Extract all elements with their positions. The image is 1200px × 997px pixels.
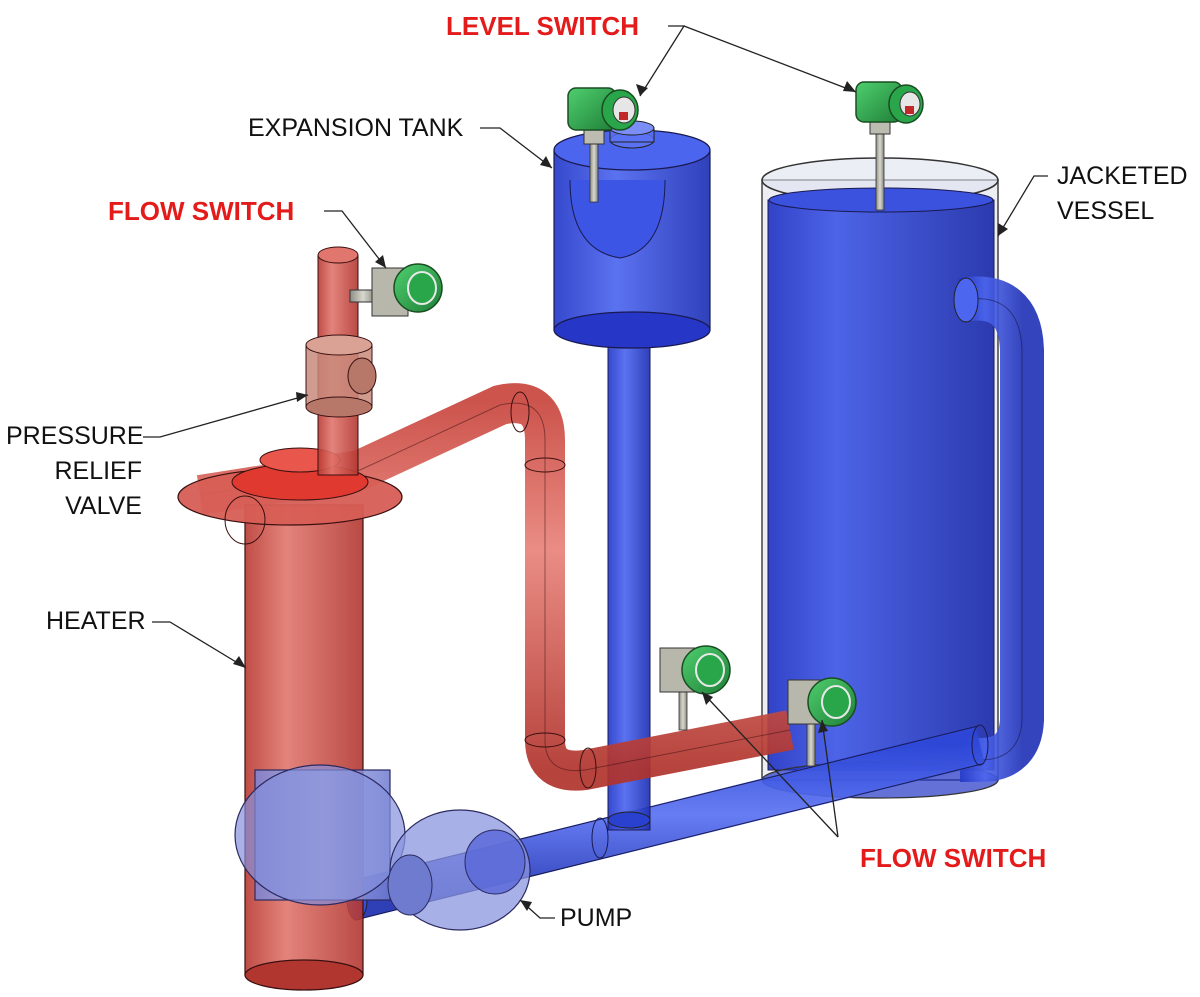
label-flow-switch-bottom: FLOW SWITCH (860, 843, 1047, 873)
flow-switch-top-device (349, 263, 443, 317)
label-pressure-relief-line2: RELIEF (54, 457, 142, 485)
label-pump: PUMP (560, 904, 633, 932)
leader-pressure-relief (143, 394, 309, 438)
pump (234, 764, 531, 931)
jacketed-vessel (761, 157, 1044, 799)
label-expansion-tank: EXPANSION TANK (248, 114, 464, 142)
level-switch-vessel-device (855, 81, 924, 211)
label-heater: HEATER (46, 607, 146, 635)
label-flow-switch-top: FLOW SWITCH (108, 196, 295, 226)
leader-lines (143, 25, 1048, 919)
leader-flow-switch-bottom-a (701, 691, 839, 838)
flow-switch-red-line-device (659, 645, 731, 731)
leader-flow-switch-bottom-b (821, 719, 839, 838)
label-jacketed-vessel-line1: JACKETED (1057, 162, 1188, 190)
pressure-relief-valve (305, 246, 377, 476)
hot-supply-line (196, 383, 794, 791)
leader-heater (152, 621, 247, 669)
label-level-switch: LEVEL SWITCH (446, 11, 640, 41)
label-pressure-relief-line3: VALVE (65, 492, 142, 520)
label-pressure-relief-line1: PRESSURE (6, 422, 144, 450)
flow-switch-vessel-device (787, 677, 857, 767)
leader-arrowheads (233, 81, 1008, 911)
label-jacketed-vessel-line2: VESSEL (1057, 197, 1155, 225)
level-switch-expansion-device (567, 87, 639, 203)
leader-flow-switch-top (324, 210, 387, 269)
leader-jacketed-vessel (997, 175, 1048, 237)
leader-level-switch-right (683, 25, 857, 93)
leader-level-switch-left (639, 25, 686, 97)
leader-expansion-tank (480, 127, 553, 169)
